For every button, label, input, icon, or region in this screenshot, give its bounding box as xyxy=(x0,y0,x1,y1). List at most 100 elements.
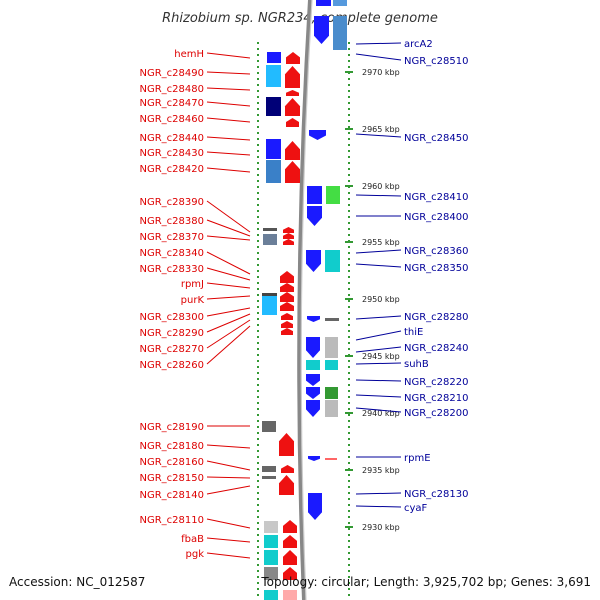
gene-feature xyxy=(264,567,278,580)
gene-feature xyxy=(262,293,277,296)
track-dot xyxy=(348,438,350,440)
track-dot xyxy=(348,198,350,200)
track-dot xyxy=(348,552,350,554)
track-dot xyxy=(257,258,259,260)
leader-line xyxy=(355,263,402,268)
gene-feature xyxy=(307,316,320,322)
gene-feature xyxy=(308,493,322,520)
gene-label: NGR_c28200 xyxy=(404,408,469,419)
track-dot xyxy=(348,588,350,590)
track-dot xyxy=(348,336,350,338)
track-dot xyxy=(257,528,259,530)
track-dot xyxy=(348,576,350,578)
gene-feature xyxy=(325,458,337,460)
gene-feature xyxy=(325,337,338,358)
kbp-tick-label: 2960 kbp xyxy=(362,182,400,191)
track-dot xyxy=(257,138,259,140)
track-dot xyxy=(257,450,259,452)
track-dot xyxy=(348,138,350,140)
track-dot xyxy=(348,246,350,248)
track-dot xyxy=(348,396,350,398)
gene-label: rpmE xyxy=(404,453,431,464)
track-dot xyxy=(348,192,350,194)
track-dot xyxy=(348,126,350,128)
track-dot xyxy=(257,48,259,50)
genome-backbone-highlight xyxy=(300,0,313,600)
kbp-tick-label: 2955 kbp xyxy=(362,238,400,247)
track-dot xyxy=(348,426,350,428)
leader-line xyxy=(206,313,251,333)
gene-label: NGR_c28350 xyxy=(404,263,469,274)
track-dot xyxy=(257,582,259,584)
track-dot xyxy=(257,66,259,68)
track-dot xyxy=(257,174,259,176)
track-dot xyxy=(348,276,350,278)
track-dot xyxy=(348,150,350,152)
track-dot xyxy=(348,156,350,158)
track-dot xyxy=(348,444,350,446)
track-dot xyxy=(348,54,350,56)
track-dot xyxy=(257,474,259,476)
track-dot xyxy=(257,570,259,572)
gene-feature xyxy=(279,433,294,456)
track-dot xyxy=(348,120,350,122)
kbp-tick-label: 2945 kbp xyxy=(362,352,400,361)
leader-line xyxy=(206,101,251,107)
track-dot xyxy=(257,468,259,470)
gene-label: arcA2 xyxy=(404,39,433,50)
gene-feature xyxy=(306,360,320,370)
gene-label: NGR_c28260 xyxy=(140,360,205,371)
gene-feature xyxy=(281,328,293,335)
track-dot xyxy=(348,60,350,62)
track-dot xyxy=(348,408,350,410)
track-dot xyxy=(348,510,350,512)
track-dot xyxy=(348,480,350,482)
gene-feature xyxy=(266,65,281,87)
gene-label: NGR_c28490 xyxy=(140,68,205,79)
leader-line xyxy=(355,362,402,365)
track-dot xyxy=(257,150,259,152)
leader-line xyxy=(206,325,251,365)
track-dot xyxy=(348,498,350,500)
track-dot xyxy=(348,174,350,176)
track-dot xyxy=(257,408,259,410)
gene-label: NGR_c28430 xyxy=(140,148,205,159)
track-dot xyxy=(348,222,350,224)
leader-line xyxy=(206,167,251,173)
track-dot xyxy=(257,216,259,218)
leader-line xyxy=(206,537,251,543)
track-dot xyxy=(257,432,259,434)
track-dot xyxy=(348,168,350,170)
track-dot xyxy=(348,84,350,86)
gene-label: NGR_c28240 xyxy=(404,343,469,354)
track-dot xyxy=(348,132,350,134)
track-dot xyxy=(257,126,259,128)
leader-line xyxy=(206,307,251,317)
track-dot xyxy=(257,96,259,98)
leader-line xyxy=(355,492,402,495)
track-dot xyxy=(257,576,259,578)
track-dot xyxy=(348,474,350,476)
track-dot xyxy=(257,372,259,374)
track-dot xyxy=(348,540,350,542)
gene-label: NGR_c28270 xyxy=(140,344,205,355)
track-dot xyxy=(257,228,259,230)
track-dot xyxy=(348,342,350,344)
track-dot xyxy=(257,366,259,368)
track-dot xyxy=(257,378,259,380)
gene-feature xyxy=(283,233,294,239)
gene-feature xyxy=(264,550,278,565)
gene-feature xyxy=(281,313,293,320)
track-dot xyxy=(348,384,350,386)
track-dot xyxy=(348,312,350,314)
kbp-tick-label: 2930 kbp xyxy=(362,523,400,532)
leader-line xyxy=(206,319,251,349)
track-dot xyxy=(348,252,350,254)
track-dot xyxy=(257,318,259,320)
track-dot xyxy=(348,594,350,596)
track-dot xyxy=(257,270,259,272)
leader-line xyxy=(206,251,251,275)
gene-label: NGR_c28510 xyxy=(404,56,469,67)
track-dot xyxy=(257,84,259,86)
gene-label: NGR_c28290 xyxy=(140,328,205,339)
